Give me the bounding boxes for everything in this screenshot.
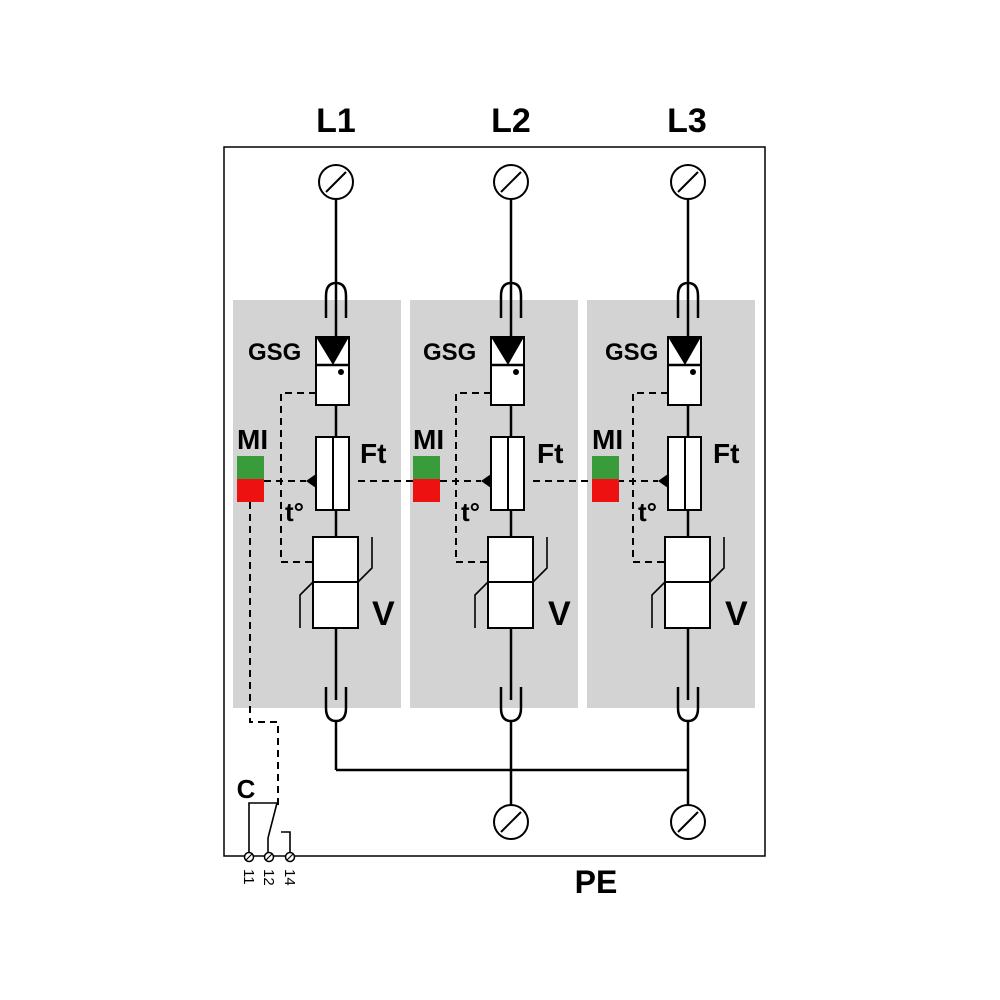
contact-label: C (237, 774, 256, 804)
terminal-pe-2 (670, 804, 706, 840)
mi-indicator-ok-l2 (413, 456, 440, 479)
column-l2 (413, 199, 548, 805)
terminal-pe-1 (493, 804, 529, 840)
gsg-label-l1: GSG (248, 339, 301, 366)
mi-indicator-fault-l1 (237, 479, 264, 502)
enclosure-outline (223, 146, 766, 857)
mi-indicator-ok-l3 (592, 456, 619, 479)
terminal-l3 (670, 164, 706, 200)
temp-label-l2: t° (461, 497, 480, 527)
column-l1 (237, 199, 373, 770)
column-l3 (592, 199, 725, 805)
varistor-label-l2: V (548, 595, 571, 633)
remote-contact-link (249, 502, 279, 805)
mi-label-l2: MI (413, 424, 444, 455)
temp-label-l1: t° (285, 497, 304, 527)
mi-label-l1: MI (237, 424, 268, 455)
phase-label-l3: L3 (667, 102, 707, 140)
terminal-number-11: 11 (240, 869, 257, 885)
mi-indicator-fault-l3 (592, 479, 619, 502)
varistor-label-l3: V (725, 595, 748, 633)
phase-label-l1: L1 (316, 102, 356, 140)
ft-label-l1: Ft (360, 438, 386, 469)
temp-label-l3: t° (638, 497, 657, 527)
terminal-l1 (318, 164, 354, 200)
gsg-label-l3: GSG (605, 339, 658, 366)
mi-indicator-ok-l1 (237, 456, 264, 479)
remote-contact (243, 802, 296, 863)
mi-label-l3: MI (592, 424, 623, 455)
gsg-label-l2: GSG (423, 339, 476, 366)
ft-label-l2: Ft (537, 438, 563, 469)
mi-indicator-fault-l2 (413, 479, 440, 502)
ft-label-l3: Ft (713, 438, 739, 469)
terminal-number-12: 12 (260, 869, 277, 886)
terminal-number-14: 14 (281, 869, 298, 886)
terminal-l2 (493, 164, 529, 200)
pe-label: PE (575, 864, 618, 900)
phase-label-l2: L2 (491, 102, 531, 140)
varistor-label-l1: V (372, 595, 395, 633)
